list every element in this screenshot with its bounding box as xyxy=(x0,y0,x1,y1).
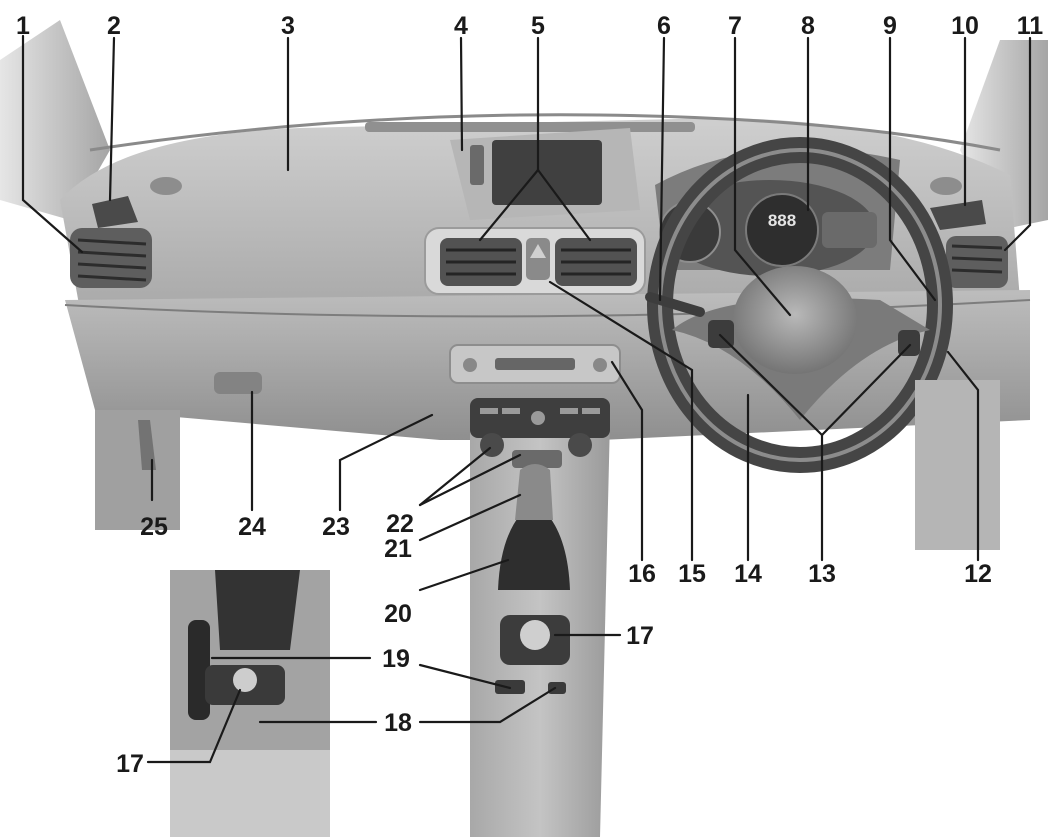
tweeter-left xyxy=(150,177,182,195)
callout-20: 20 xyxy=(384,600,412,628)
inset-console-photo xyxy=(170,570,330,837)
leader-lines xyxy=(21,34,1032,764)
callout-labels: 1 2 3 4 5 6 7 8 9 10 11 12 13 14 15 16 1… xyxy=(16,12,1043,778)
callout-10: 10 xyxy=(951,12,979,40)
screen-buttons xyxy=(470,145,484,185)
leader-17-inset xyxy=(146,688,242,764)
callout-22: 22 xyxy=(386,510,414,538)
callout-17-inset: 17 xyxy=(116,750,144,778)
left-footwell-panel xyxy=(95,410,180,530)
leader-21 xyxy=(418,493,522,542)
leader-13b xyxy=(820,343,912,437)
callout-13: 13 xyxy=(808,560,836,588)
dash-vent-right xyxy=(930,200,986,230)
leader-11 xyxy=(1003,36,1032,252)
callout-25: 25 xyxy=(140,513,168,541)
speed-display xyxy=(745,193,819,267)
callout-24: 24 xyxy=(238,513,266,541)
defroster-vent xyxy=(365,122,695,132)
gear-boot xyxy=(498,515,570,590)
right-lower-pillar xyxy=(915,380,1000,550)
gear-knob xyxy=(515,464,553,520)
tweeter-right xyxy=(930,177,962,195)
heated-seat-switch-right xyxy=(568,433,592,457)
callout-18: 18 xyxy=(384,709,412,737)
callout-7: 7 xyxy=(728,12,742,40)
leader-1 xyxy=(21,34,84,254)
multimedia-screen xyxy=(492,140,602,205)
callout-15: 15 xyxy=(678,560,706,588)
callout-23: 23 xyxy=(322,513,350,541)
callout-8: 8 xyxy=(801,12,815,40)
leader-22b xyxy=(418,453,522,507)
callout-19: 19 xyxy=(382,645,410,673)
leader-19b xyxy=(418,663,512,690)
airbag-hub xyxy=(733,266,857,374)
leader-22a xyxy=(418,446,492,507)
leader-12 xyxy=(946,350,980,562)
callout-16: 16 xyxy=(628,560,656,588)
leader-4 xyxy=(459,36,464,152)
callout-5: 5 xyxy=(531,12,545,40)
callout-3: 3 xyxy=(281,12,295,40)
leader-16 xyxy=(610,360,644,562)
leader-7 xyxy=(733,36,792,317)
leader-13a xyxy=(718,333,824,437)
callout-1: 1 xyxy=(16,12,30,40)
glovebox-handle xyxy=(214,372,262,394)
leader-18b xyxy=(418,686,557,724)
callout-9: 9 xyxy=(883,12,897,40)
leader-6 xyxy=(658,36,666,302)
info-panel xyxy=(822,212,877,248)
callout-11: 11 xyxy=(1017,12,1044,40)
display-digits: 888 xyxy=(768,211,796,230)
bonnet-release xyxy=(138,420,156,470)
callout-12: 12 xyxy=(964,560,992,588)
wheel-control-right xyxy=(898,330,920,356)
callout-14: 14 xyxy=(734,560,762,588)
leader-23 xyxy=(338,413,434,512)
left-a-pillar xyxy=(0,20,110,220)
side-vent-right xyxy=(946,236,1008,288)
leader-5b xyxy=(536,168,592,242)
leader-5a xyxy=(478,168,540,242)
dashboard-illustration: 888 xyxy=(0,20,1048,837)
callout-4: 4 xyxy=(454,12,468,40)
hazard-switch xyxy=(526,238,550,280)
dash-vent-left xyxy=(92,196,138,228)
leader-2 xyxy=(108,36,116,202)
leader-15 xyxy=(548,280,694,562)
callout-2: 2 xyxy=(107,12,121,40)
callout-6: 6 xyxy=(657,12,671,40)
indicator-stalk xyxy=(645,292,705,317)
leader-9 xyxy=(888,36,937,302)
leader-20 xyxy=(418,558,510,592)
callout-21: 21 xyxy=(384,535,412,563)
callout-17-top: 17 xyxy=(626,622,654,650)
